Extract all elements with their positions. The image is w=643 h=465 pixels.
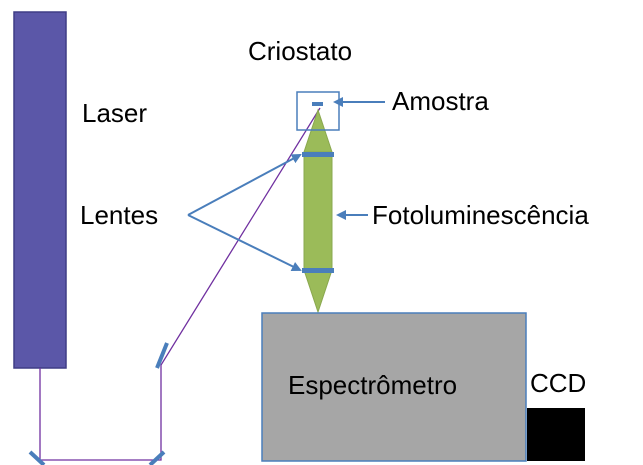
mirror-bottom-left bbox=[28, 450, 46, 465]
cryostat-box bbox=[296, 91, 340, 131]
mirror-upper bbox=[155, 342, 169, 369]
photoluminescence-beam bbox=[303, 108, 333, 153]
photoluminescence-beam-middle bbox=[303, 151, 333, 271]
label-espectrometro: Espectrômetro bbox=[288, 370, 457, 400]
label-ccd: CCD bbox=[530, 368, 586, 398]
sample-mark bbox=[312, 102, 323, 106]
label-lentes: Lentes bbox=[80, 200, 158, 230]
lens-upper bbox=[302, 152, 334, 157]
lentes-arrow-upper bbox=[187, 154, 302, 216]
label-criostato: Criostato bbox=[248, 36, 352, 66]
mirror-bottom-right bbox=[148, 450, 166, 465]
spectrometer-box bbox=[261, 312, 527, 462]
label-laser: Laser bbox=[82, 98, 147, 128]
label-amostra: Amostra bbox=[392, 86, 489, 116]
photoluminescence-beam-lower bbox=[303, 269, 333, 314]
ccd-box bbox=[527, 408, 585, 461]
label-fotoluminescencia: Fotoluminescência bbox=[372, 200, 589, 230]
lens-lower bbox=[302, 268, 334, 273]
laser-beam-path bbox=[39, 107, 321, 461]
laser-bar bbox=[13, 11, 67, 369]
lentes-arrow-lower bbox=[187, 214, 302, 271]
